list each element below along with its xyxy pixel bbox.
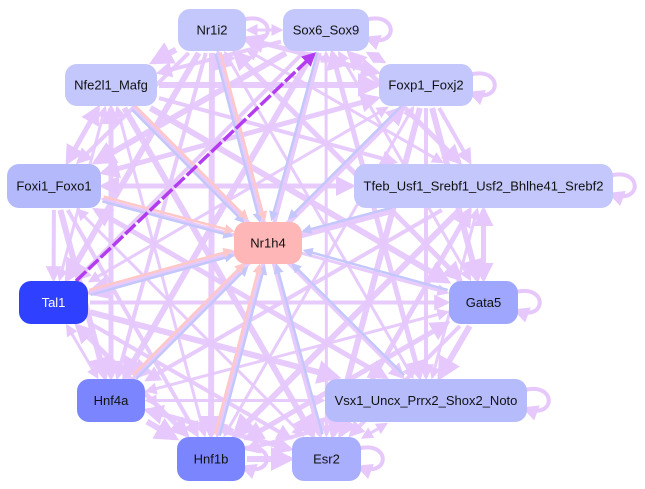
node-label: Hnf1b — [194, 452, 229, 467]
node-box — [325, 379, 527, 422]
node-esr2[interactable]: Esr2 — [292, 437, 361, 481]
node-label: Tfeb_Usf1_Srebf1_Usf2_Bhlhe41_Srebf2 — [364, 179, 604, 194]
node-box — [77, 379, 145, 422]
node-box — [234, 222, 302, 264]
edge-Nr1i2-to-Nr1h4 — [219, 52, 268, 222]
node-foxi1_foxo1[interactable]: Foxi1_Foxo1 — [7, 164, 101, 208]
node-label: Sox6_Sox9 — [293, 23, 360, 38]
node-label: Nr1i2 — [196, 23, 227, 38]
edge-Hnf4a-Hnf1b — [145, 417, 180, 441]
node-gata5[interactable]: Gata5 — [449, 281, 518, 324]
node-label: Vsx1_Uncx_Prrx2_Shox2_Noto — [335, 393, 518, 408]
highlight-edge-layer — [74, 52, 317, 283]
edge-Foxp1_Foxj2-to-Nr1h4 — [287, 105, 403, 220]
edge-Foxp1_Foxj2-Tfeb_Usf1_Srebf1_Usf2_Bhlhe41_Srebf2 — [437, 107, 472, 165]
edge-Tal1-to-Nr1h4 — [90, 252, 235, 296]
self-loop-Nr1i2 — [241, 16, 270, 50]
node-foxp1_foxj2[interactable]: Foxp1_Foxj2 — [379, 64, 473, 106]
node-vsx1_uncx_prrx2_shox2_noto[interactable]: Vsx1_Uncx_Prrx2_Shox2_Noto — [325, 379, 527, 422]
node-box — [354, 164, 613, 208]
edge-Vsx1_Uncx_Prrx2_Shox2_Noto-Esr2 — [360, 422, 389, 439]
edge-Nfe2l1_Mafg-to-Nr1h4 — [131, 108, 245, 224]
edge-Nr1i2-to-Nr1h4 — [214, 53, 263, 223]
edge-Hnf1b-to-Nr1h4 — [218, 264, 268, 436]
node-label: Nfe2l1_Mafg — [74, 78, 148, 93]
edge-Vsx1_Uncx_Prrx2_Shox2_Noto-Hnf1b — [243, 422, 341, 454]
node-box — [178, 9, 246, 51]
self-loops-layer — [240, 16, 637, 479]
self-loop-Esr2 — [356, 445, 385, 479]
node-box — [7, 164, 101, 208]
node-box — [65, 64, 157, 106]
center-edges-layer — [88, 52, 448, 436]
edge-Foxi1_Foxo1-to-Nr1h4 — [103, 195, 235, 234]
edge-Sox6_Sox9-to-Nr1h4 — [269, 52, 319, 222]
node-tfeb_usf1_srebf1_usf2_bhlhe41_srebf2[interactable]: Tfeb_Usf1_Srebf1_Usf2_Bhlhe41_Srebf2 — [354, 164, 613, 208]
edge-Gata5-to-Nr1h4 — [302, 247, 448, 292]
node-label: Gata5 — [466, 295, 501, 310]
node-label: Foxi1_Foxo1 — [16, 179, 91, 194]
edge-Foxi1_Foxo1-to-Nr1h4 — [102, 200, 234, 239]
edge-Hnf1b-to-Nr1h4 — [213, 263, 263, 435]
node-box — [283, 9, 369, 51]
highlight-edge-Tal1-Sox6_Sox9 — [74, 52, 317, 283]
node-box — [19, 281, 88, 324]
node-nfe2l1_mafg[interactable]: Nfe2l1_Mafg — [65, 64, 157, 106]
edge-Tfeb_Usf1_Srebf1_Usf2_Bhlhe41_Srebf2-to-Nr1h4 — [301, 206, 393, 234]
node-box — [449, 281, 518, 324]
node-label: Foxp1_Foxj2 — [388, 78, 463, 93]
node-label: Hnf4a — [94, 393, 129, 408]
self-loop-Vsx1_Uncx_Prrx2_Shox2_Noto — [522, 386, 551, 421]
node-hnf4a[interactable]: Hnf4a — [77, 379, 145, 422]
self-loop-Foxp1_Foxj2 — [468, 71, 497, 105]
edge-Hnf4a-to-Nr1h4 — [135, 266, 249, 380]
edge-Esr2-to-Nr1h4 — [273, 263, 324, 435]
node-nr1i2[interactable]: Nr1i2 — [178, 9, 246, 51]
self-loop-Hnf1b — [240, 445, 269, 479]
edge-Hnf4a-to-Nr1h4 — [131, 262, 245, 377]
edge-Sox6_Sox9-Nfe2l1_Mafg — [155, 39, 282, 78]
edge-Sox6_Sox9-Foxp1_Foxj2 — [365, 51, 387, 64]
node-box — [177, 437, 245, 481]
self-loop-Gata5 — [513, 288, 542, 323]
edge-Nfe2l1_Mafg-to-Nr1h4 — [134, 105, 249, 220]
self-loop-Tfeb_Usf1_Srebf1_Usf2_Bhlhe41_Srebf2 — [608, 172, 637, 206]
node-sox6_sox9[interactable]: Sox6_Sox9 — [283, 9, 369, 51]
node-tal1[interactable]: Tal1 — [19, 281, 88, 324]
edge-Tal1-to-Nr1h4 — [88, 247, 234, 292]
edge-Nr1i2-Nfe2l1_Mafg — [149, 42, 178, 65]
node-label: Esr2 — [313, 452, 340, 467]
node-label: Nr1h4 — [250, 236, 285, 251]
node-box — [379, 64, 473, 106]
node-box — [292, 437, 361, 481]
self-loop-Sox6_Sox9 — [364, 16, 393, 50]
node-nr1h4[interactable]: Nr1h4 — [234, 222, 302, 264]
node-label: Tal1 — [42, 295, 66, 310]
node-hnf1b[interactable]: Hnf1b — [177, 437, 245, 481]
edge-Vsx1_Uncx_Prrx2_Shox2_Noto-to-Nr1h4 — [291, 262, 406, 377]
